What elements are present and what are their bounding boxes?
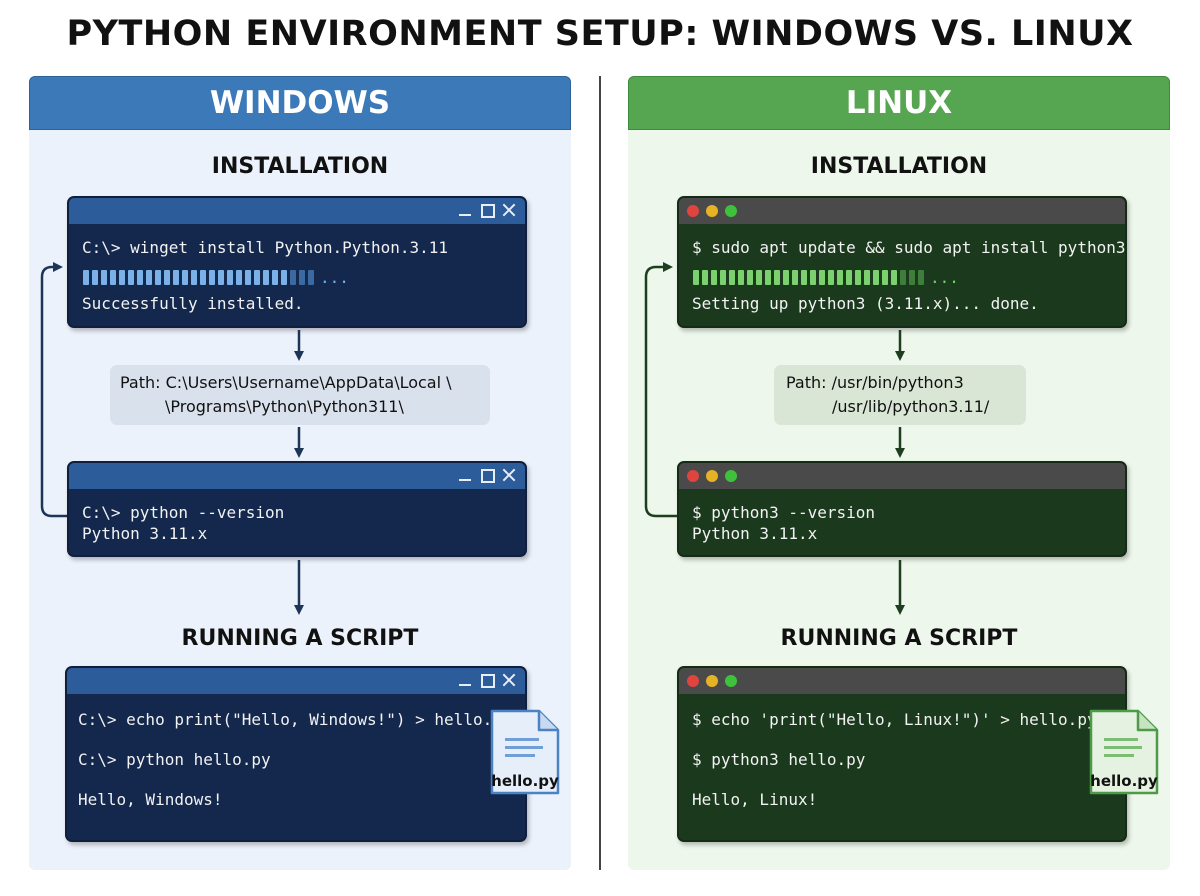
linux-header: LINUX [628,76,1170,130]
close-icon[interactable] [501,202,517,218]
terminal-output: Python 3.11.x [82,524,208,543]
path-line-2: \Programs\Python\Python311\ [165,397,404,416]
terminal-line-3: Hello, Linux! [692,790,818,809]
yellow-dot-icon[interactable] [706,470,718,482]
terminal-command: $ python3 --version [692,503,876,522]
windows-header: WINDOWS [29,76,571,130]
path-line-1: Path: /usr/bin/python3 [786,373,964,392]
linux-running-title: RUNNING A SCRIPT [780,626,1018,651]
terminal-output: Setting up python3 (3.11.x)... done. [692,294,1039,313]
terminal-title-bar [69,198,525,224]
close-icon[interactable] [501,467,517,483]
progress-ellipsis: ... [930,268,959,287]
terminal-title-bar [679,198,1125,224]
file-label: hello.py [1090,772,1158,790]
main-title: PYTHON ENVIRONMENT SETUP: WINDOWS VS. LI… [66,14,1134,54]
document-icon: hello.py [1088,708,1160,796]
progress-bar: ... [83,268,349,287]
linux-version-terminal: $ python3 --version Python 3.11.x [677,461,1127,557]
progress-bar: ... [693,268,959,287]
red-dot-icon[interactable] [687,470,699,482]
windows-version-terminal: C:\> python --version Python 3.11.x [67,461,527,557]
terminal-line-1: $ echo 'print("Hello, Linux!")' > hello.… [692,710,1097,729]
green-dot-icon[interactable] [725,205,737,217]
path-line-2: /usr/lib/python3.11/ [832,397,990,416]
windows-path-box: Path: C:\Users\Username\AppData\Local \ … [110,365,490,425]
terminal-title-bar [67,668,525,694]
close-icon[interactable] [501,672,517,688]
document-icon: hello.py [489,708,561,796]
terminal-output: Python 3.11.x [692,524,818,543]
windows-install-terminal: C:\> winget install Python.Python.3.11 .… [67,196,527,328]
minimize-icon[interactable] [457,202,473,218]
terminal-line-1: C:\> echo print("Hello, Windows!") > hel… [78,710,512,729]
yellow-dot-icon[interactable] [706,205,718,217]
terminal-command: C:\> python --version [82,503,285,522]
terminal-line-2: C:\> python hello.py [78,750,271,769]
linux-panel: LINUX INSTALLATION $ sudo apt update && … [628,76,1170,870]
linux-install-terminal: $ sudo apt update && sudo apt install py… [677,196,1127,328]
linux-script-terminal: $ echo 'print("Hello, Linux!")' > hello.… [677,666,1127,842]
maximize-icon[interactable] [479,202,495,218]
terminal-output: Successfully installed. [82,294,304,313]
terminal-line-3: Hello, Windows! [78,790,223,809]
terminal-title-bar [69,463,525,489]
minimize-icon[interactable] [457,467,473,483]
center-divider [599,76,601,870]
terminal-command: C:\> winget install Python.Python.3.11 [82,238,449,257]
windows-panel: WINDOWS INSTALLATION C:\> winget install… [29,76,571,870]
windows-running-title: RUNNING A SCRIPT [181,626,419,651]
terminal-line-2: $ python3 hello.py [692,750,866,769]
terminal-title-bar [679,668,1125,694]
red-dot-icon[interactable] [687,205,699,217]
yellow-dot-icon[interactable] [706,675,718,687]
progress-ellipsis: ... [320,268,349,287]
terminal-title-bar [679,463,1125,489]
linux-installation-title: INSTALLATION [810,154,988,179]
terminal-command: $ sudo apt update && sudo apt install py… [692,238,1126,257]
maximize-icon[interactable] [479,467,495,483]
file-label: hello.py [491,772,559,790]
maximize-icon[interactable] [479,672,495,688]
linux-path-box: Path: /usr/bin/python3 /usr/lib/python3.… [774,365,1026,425]
windows-script-terminal: C:\> echo print("Hello, Windows!") > hel… [65,666,527,842]
red-dot-icon[interactable] [687,675,699,687]
path-line-1: Path: C:\Users\Username\AppData\Local \ [120,373,452,392]
windows-installation-title: INSTALLATION [211,154,389,179]
minimize-icon[interactable] [457,672,473,688]
green-dot-icon[interactable] [725,470,737,482]
green-dot-icon[interactable] [725,675,737,687]
